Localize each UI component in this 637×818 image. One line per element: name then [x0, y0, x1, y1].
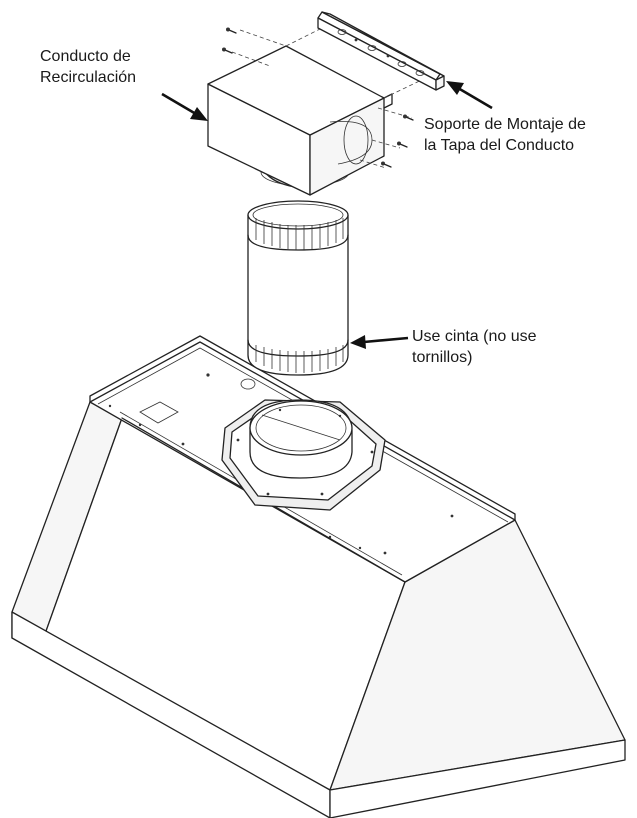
- recirculation-duct-label: Conducto de Recirculación: [40, 46, 136, 88]
- duct-pipe: [247, 200, 349, 376]
- tape-note-label: Use cinta (no use tornillos): [412, 326, 537, 368]
- mounting-bracket-label: Soporte de Montaje de la Tapa del Conduc…: [424, 114, 586, 156]
- range-hood: [11, 335, 626, 818]
- recirculation-duct-label-line2: Recirculación: [40, 69, 137, 86]
- arrow-tape-note: [350, 335, 409, 349]
- arrow-mounting-bracket: [446, 81, 493, 110]
- tape-note-label-line2: tornillos): [412, 349, 473, 366]
- recirculation-duct-box: [207, 23, 431, 196]
- screw-icon: [222, 27, 414, 168]
- recirculation-duct-label-line1: Conducto de: [40, 48, 131, 65]
- mounting-bracket-label-line1: Soporte de Montaje de: [424, 116, 586, 133]
- duct-cover-mounting-bracket: [317, 11, 445, 91]
- tape-note-label-line1: Use cinta (no use: [412, 328, 537, 345]
- arrow-recirculation-duct: [161, 92, 208, 121]
- mounting-bracket-label-line2: la Tapa del Conducto: [424, 137, 575, 154]
